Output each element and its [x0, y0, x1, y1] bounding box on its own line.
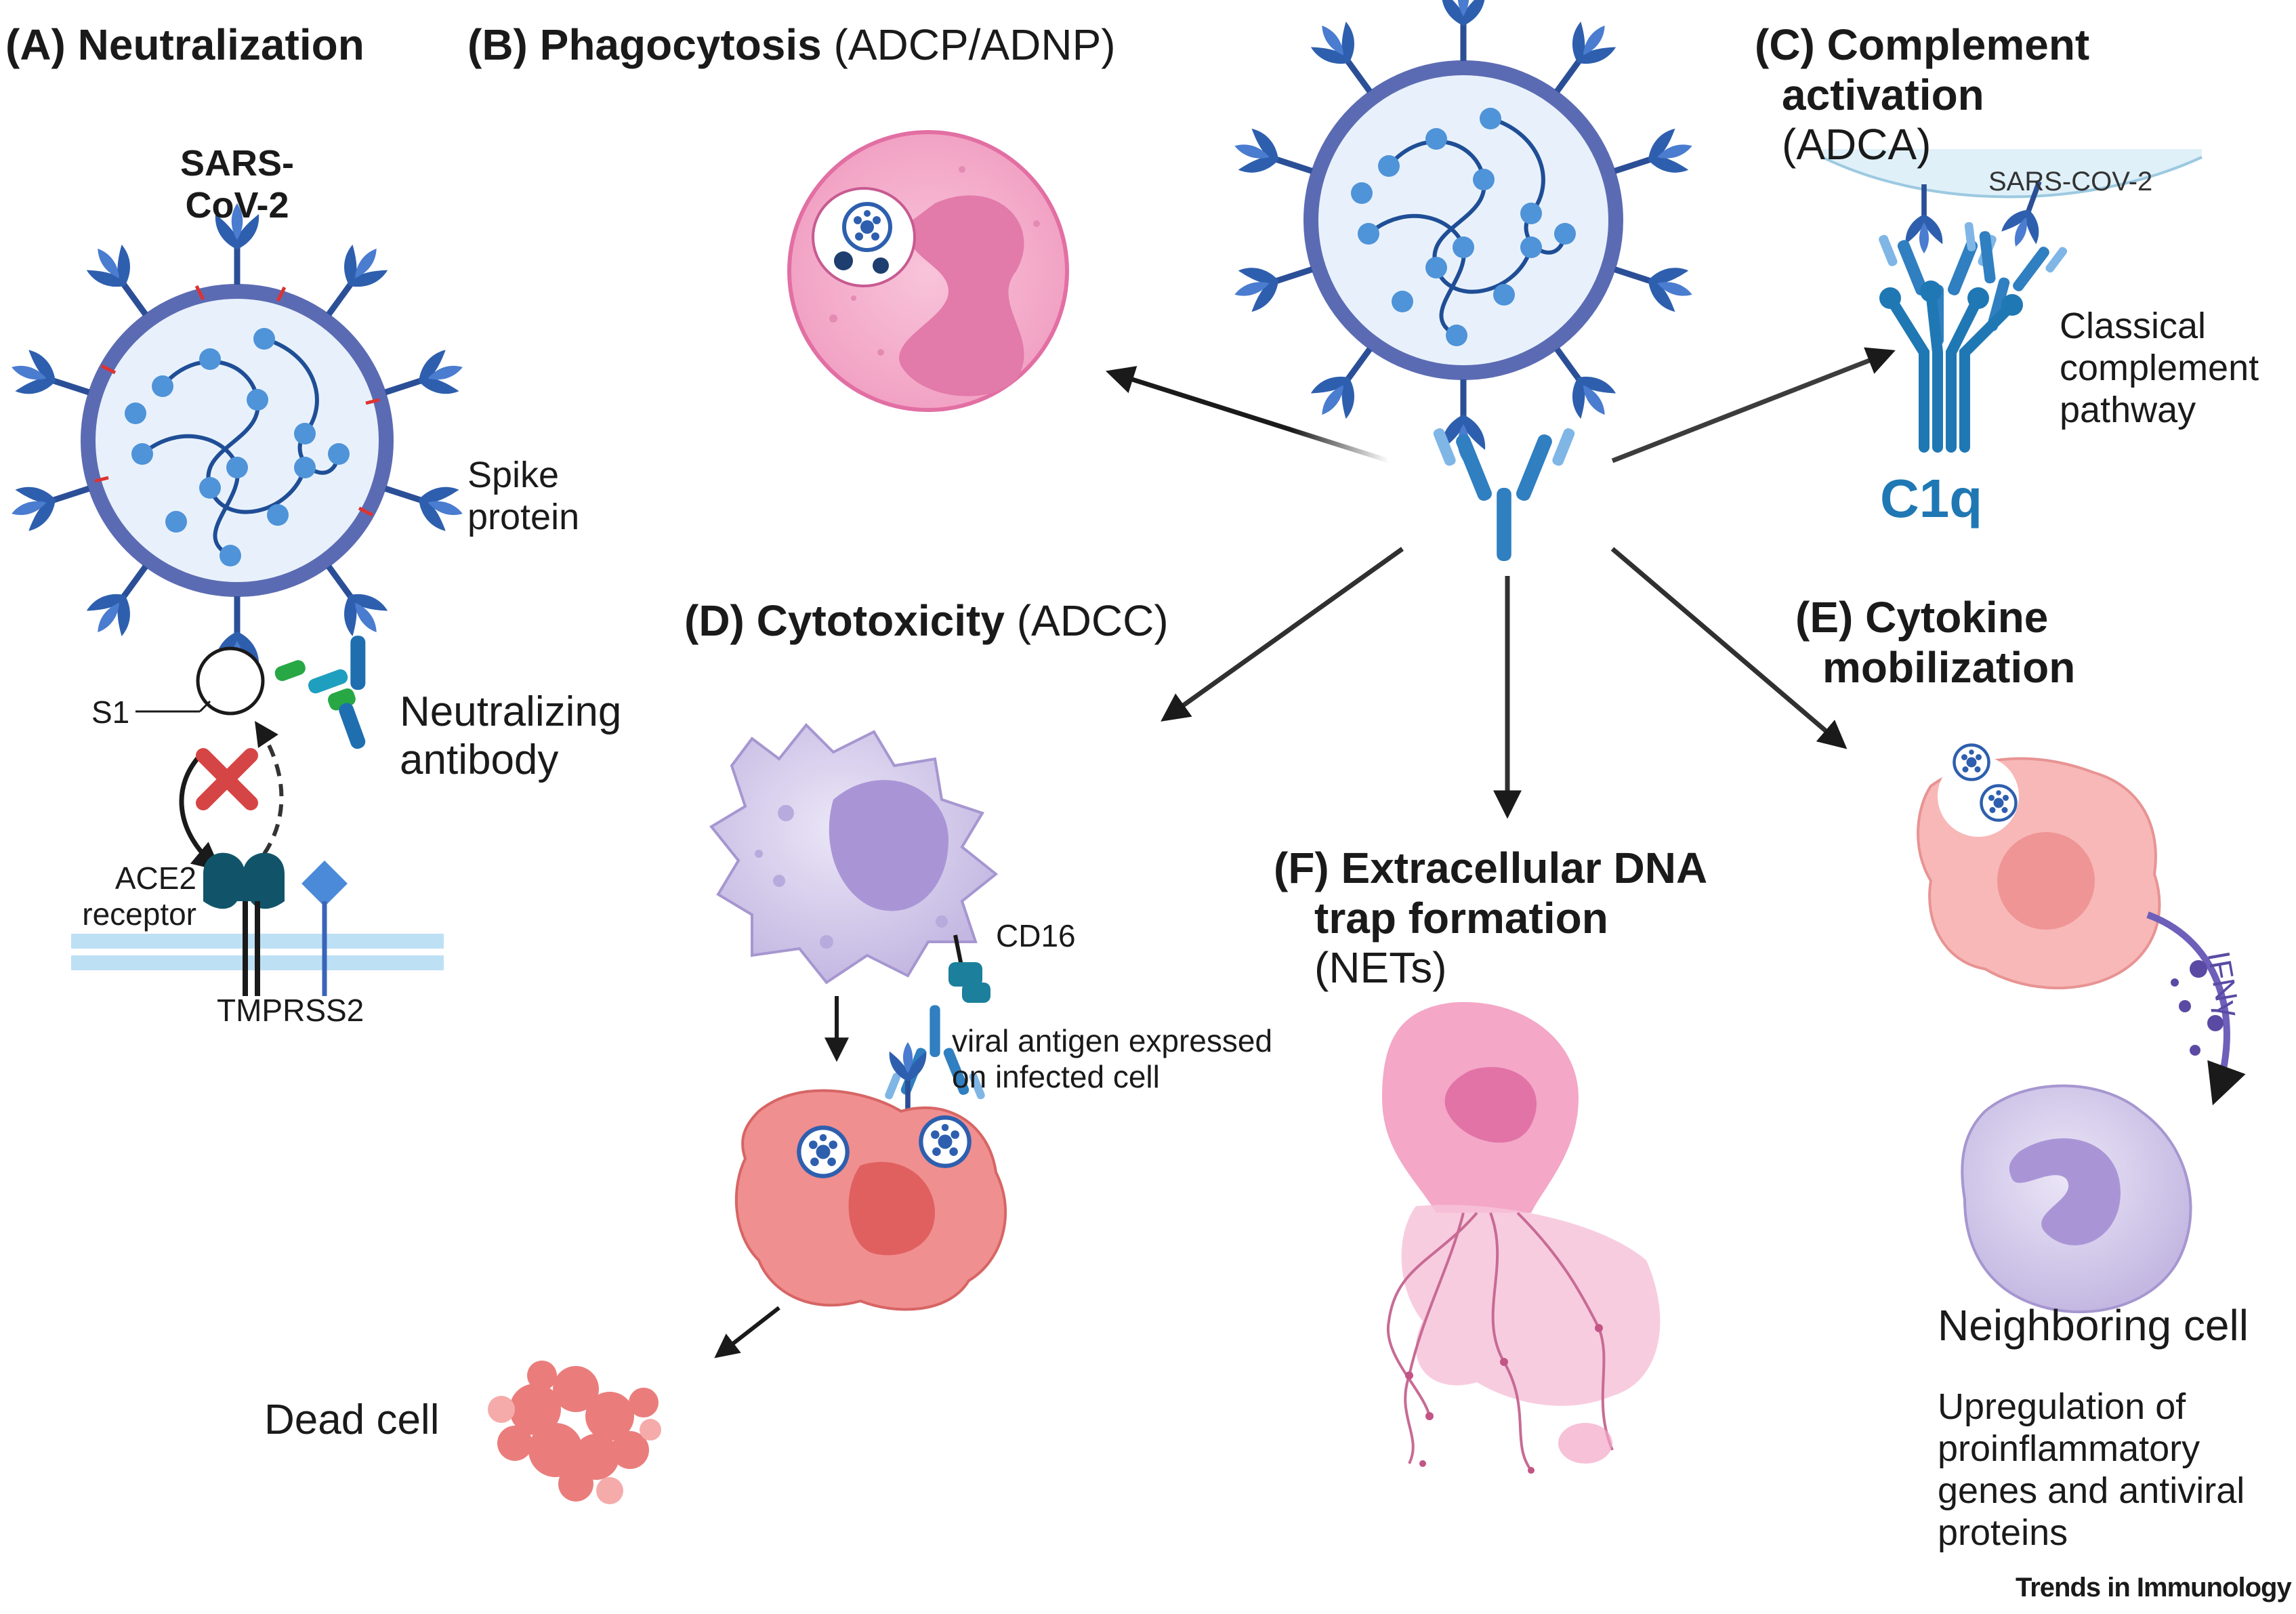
tmprss2-protease	[301, 861, 348, 996]
arrow-to-c	[1611, 347, 1896, 463]
ace2-receptor-label: ACE2 receptor	[82, 861, 196, 932]
arrow-to-d	[1161, 547, 1404, 722]
panel-a-letter: (A)	[5, 20, 66, 69]
upreg-line4: proteins	[1938, 1512, 2068, 1554]
infected-macrophage	[1917, 745, 2161, 990]
panel-d-heading: (D) Cytotoxicity (ADCC)	[684, 596, 1169, 646]
classical-line3: pathway	[2060, 390, 2196, 431]
dead-cell-label: Dead cell	[264, 1396, 440, 1443]
to-dead-cell-arrow	[714, 1306, 780, 1359]
c1q-label: C1q	[1880, 468, 1983, 529]
panel-b-abbr: (ADCP/ADNP)	[833, 20, 1116, 69]
s1-subunit	[196, 646, 265, 716]
spike-protein-label: Spike protein	[467, 454, 579, 538]
s1-label: S1	[91, 695, 130, 730]
panel-c-heading: (C) Complement activation (ADCA)	[1755, 20, 2242, 170]
ace2-label-line1: ACE2	[114, 861, 196, 896]
arrow-to-e	[1610, 547, 1848, 749]
sars-cov-2-virion-a	[5, 203, 469, 678]
sars-label-line2: CoV-2	[185, 185, 289, 226]
panel-c-title-2: activation	[1782, 70, 1984, 119]
upreg-line2: proinflammatory	[1938, 1428, 2200, 1470]
cd16-receptor	[948, 934, 990, 1003]
panel-c-title-1: Complement	[1827, 20, 2090, 69]
dead-cell	[488, 1361, 661, 1504]
panel-d-title: Cytotoxicity	[756, 596, 1005, 645]
block-x-icon	[196, 748, 258, 810]
journal-logo: Trends in Immunology	[2016, 1573, 2292, 1602]
neutralizing-antibody	[274, 636, 366, 749]
panel-e-title-1: Cytokine	[1865, 593, 2049, 642]
tmprss2-label: TMPRSS2	[217, 993, 364, 1028]
neut-label-line1: Neutralizing	[400, 688, 622, 735]
arrow-to-b	[1105, 366, 1390, 463]
panel-e-title-2: mobilization	[1822, 642, 2076, 692]
panel-f-abbr: (NETs)	[1314, 943, 1447, 993]
ace2-receptor	[203, 852, 285, 996]
upreg-line3: genes and antiviral	[1938, 1470, 2245, 1512]
mechanism-arrows	[1105, 347, 1896, 819]
sars-cov-2-label: SARS- CoV-2	[163, 142, 312, 226]
panel-a-title: Neutralization	[77, 20, 364, 69]
nk-cell	[709, 723, 999, 985]
classical-pathway-label: Classical complement pathway	[2060, 305, 2259, 431]
classical-line1: Classical	[2060, 306, 2207, 346]
upregulation-label: Upregulation of proinflammatory genes an…	[1938, 1386, 2245, 1554]
neighboring-cell-label: Neighboring cell	[1938, 1301, 2249, 1350]
upreg-line1: Upregulation of	[1938, 1386, 2186, 1427]
sars-label-line1: SARS-	[180, 143, 294, 184]
panel-b-title: Phagocytosis	[539, 20, 822, 69]
panel-d-letter: (D)	[684, 596, 745, 645]
cd16-label: CD16	[996, 918, 1076, 953]
spike-label-line2: protein	[467, 497, 580, 538]
viral-line2: on infected cell	[952, 1058, 1160, 1094]
panel-b-letter: (B)	[467, 20, 528, 69]
panel-c-abbr: (ADCA)	[1782, 120, 1932, 169]
panel-b-heading: (B) Phagocytosis (ADCP/ADNP)	[467, 20, 1116, 70]
spike-label-line1: Spike	[467, 455, 560, 495]
viral-antigen-label: viral antigen expressed on infected cell	[952, 1023, 1272, 1095]
panel-e-heading: (E) Cytokine mobilization	[1795, 593, 2134, 692]
ace2-label-line2: receptor	[82, 896, 196, 932]
classical-line2: complement	[2060, 348, 2259, 389]
panel-d-abbr: (ADCC)	[1016, 596, 1169, 645]
sars-cov-2-virion-center	[1228, 0, 1698, 461]
neut-label-line2: antibody	[400, 737, 559, 784]
binding-arrow	[179, 750, 222, 871]
neighboring-cell	[1961, 1084, 2192, 1314]
c1q-molecule	[1885, 286, 2018, 453]
sars-cov-2-surface-label: SARS-COV-2	[1988, 167, 2153, 196]
viral-line1: viral antigen expressed	[952, 1023, 1273, 1058]
neutralizing-antibody-label: Neutralizing antibody	[400, 688, 621, 785]
panel-f-heading: (F) Extracellular DNA trap formation (NE…	[1274, 844, 1748, 993]
neutrophil-extracellular-trap	[1382, 1001, 1661, 1474]
infected-cell	[734, 1089, 1007, 1311]
complement-activation	[1822, 149, 2203, 453]
panel-f-title-2: trap formation	[1314, 893, 1608, 943]
panel-f-title-1: Extracellular DNA	[1341, 844, 1708, 892]
panel-e-letter: (E)	[1795, 593, 1854, 642]
panel-a-heading: (A) Neutralization	[5, 20, 364, 70]
ifn-gamma-release	[2146, 911, 2246, 1106]
central-antibody	[1432, 426, 1577, 561]
dissociation-arrow	[255, 721, 284, 855]
panel-f-letter: (F)	[1274, 844, 1329, 892]
panel-c-letter: (C)	[1755, 20, 1815, 69]
phagocyte-neutrophil	[787, 130, 1069, 412]
